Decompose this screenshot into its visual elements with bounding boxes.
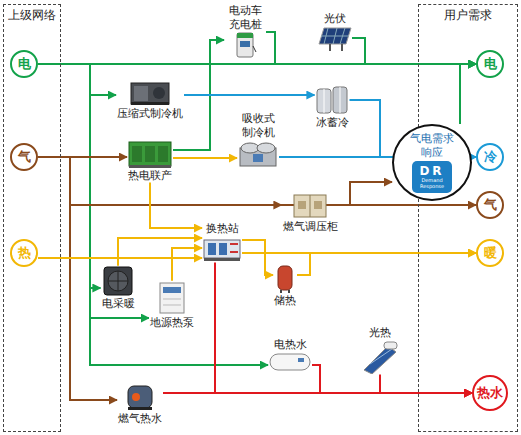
region-label: 上级网络 — [4, 5, 60, 23]
flow-connector — [242, 240, 273, 275]
equipment-icon — [238, 140, 278, 168]
equipment-label: 换热站 — [205, 222, 240, 236]
carrier-label: 暖 — [484, 245, 497, 261]
carrier-circle: 热 — [10, 239, 38, 267]
flow-connector — [118, 238, 202, 266]
equipment-icon — [292, 193, 328, 219]
equipment-node: 换热站 — [202, 222, 242, 263]
equipment-node: 光伏 — [318, 12, 352, 53]
equipment-label: 燃气热水 — [117, 412, 163, 426]
icon-text: DR — [419, 165, 444, 178]
carrier-label: 电 — [18, 56, 31, 72]
equipment-icon — [362, 340, 398, 374]
equipment-icon — [315, 85, 349, 115]
equipment-node: 电动车 充电桩 — [224, 4, 266, 59]
carrier-label: 气 — [484, 197, 497, 213]
region-label: 用户需求 — [419, 5, 517, 23]
equipment-label: 电热水 — [273, 338, 308, 352]
equipment-node: 地源热泵 — [149, 281, 195, 330]
flow-connector — [215, 262, 472, 393]
carrier-label: 电 — [484, 56, 497, 72]
equipment-label: 压缩式制冷机 — [116, 107, 184, 121]
flow-connector — [339, 204, 477, 206]
equipment-node: 吸收式 制冷机 — [237, 112, 279, 169]
carrier-circle: 冷 — [476, 143, 504, 171]
flow-connector — [266, 32, 476, 64]
equipment-icon — [158, 281, 186, 315]
equipment-icon — [233, 32, 257, 58]
flow-connector — [352, 38, 476, 64]
flow-connector — [38, 64, 116, 95]
equipment-label: 电采暖 — [101, 297, 136, 311]
flow-connector — [38, 64, 268, 365]
equipment-label: 光伏 — [323, 12, 347, 26]
equipment-node: 冰蓄冷 — [315, 85, 350, 130]
region-frame: 上级网络电气热 — [3, 4, 61, 432]
equipment-node: 储热 — [273, 263, 297, 308]
flow-connector — [38, 257, 202, 259]
equipment-node: 电采暖 — [101, 266, 136, 311]
equipment-icon — [103, 266, 133, 296]
region-frame: 用户需求电冷气暖热水 — [418, 4, 518, 432]
equipment-label: 地源热泵 — [149, 316, 195, 330]
equipment-label: 燃气调压柜 — [282, 220, 339, 234]
equipment-icon — [125, 383, 155, 411]
equipment-icon — [130, 80, 170, 106]
equipment-icon — [275, 263, 295, 293]
carrier-circle: 气 — [476, 191, 504, 219]
equipment-label: 电动车 充电桩 — [224, 4, 266, 32]
equipment-node: 燃气调压柜 — [282, 193, 339, 234]
flow-connector — [460, 64, 476, 124]
equipment-label: 吸收式 制冷机 — [237, 112, 279, 140]
equipment-label: 热电联产 — [127, 169, 173, 183]
carrier-label: 气 — [18, 149, 31, 165]
equipment-node: 光热 — [362, 326, 398, 375]
equipment-icon — [318, 26, 352, 52]
equipment-label: 冰蓄冷 — [315, 116, 350, 130]
flow-connector — [172, 248, 202, 281]
carrier-label: 热水 — [477, 385, 503, 401]
carrier-circle: 气 — [10, 143, 38, 171]
equipment-label: 储热 — [273, 294, 297, 308]
node-label: 气电需求响应 — [407, 132, 457, 160]
equipment-node: 燃气热水 — [117, 383, 163, 426]
flow-connector — [150, 182, 202, 228]
carrier-circle: 暖 — [476, 239, 504, 267]
equipment-node: 热电联产 — [127, 138, 173, 183]
flow-connector — [38, 157, 392, 205]
equipment-icon — [268, 352, 312, 372]
equipment-label: 光热 — [368, 326, 392, 340]
flow-connector — [380, 374, 472, 393]
response-ellipse: 气电需求响应DRDemand Response — [392, 124, 472, 201]
carrier-circle: 电 — [10, 50, 38, 78]
equipment-node: 电热水 — [268, 338, 312, 373]
carrier-circle: 电 — [476, 50, 504, 78]
equipment-icon — [202, 236, 242, 262]
dr-icon: DRDemand Response — [412, 161, 452, 193]
equipment-node: 压缩式制冷机 — [116, 80, 184, 121]
carrier-circle: 热水 — [472, 375, 508, 411]
flow-connector — [312, 365, 472, 393]
flow-connector — [173, 157, 237, 159]
carrier-label: 冷 — [484, 149, 497, 165]
flow-connector — [297, 253, 476, 275]
flow-connector — [184, 94, 315, 96]
icon-text: Demand Response — [412, 178, 452, 189]
carrier-label: 热 — [18, 245, 31, 261]
equipment-icon — [128, 138, 172, 168]
